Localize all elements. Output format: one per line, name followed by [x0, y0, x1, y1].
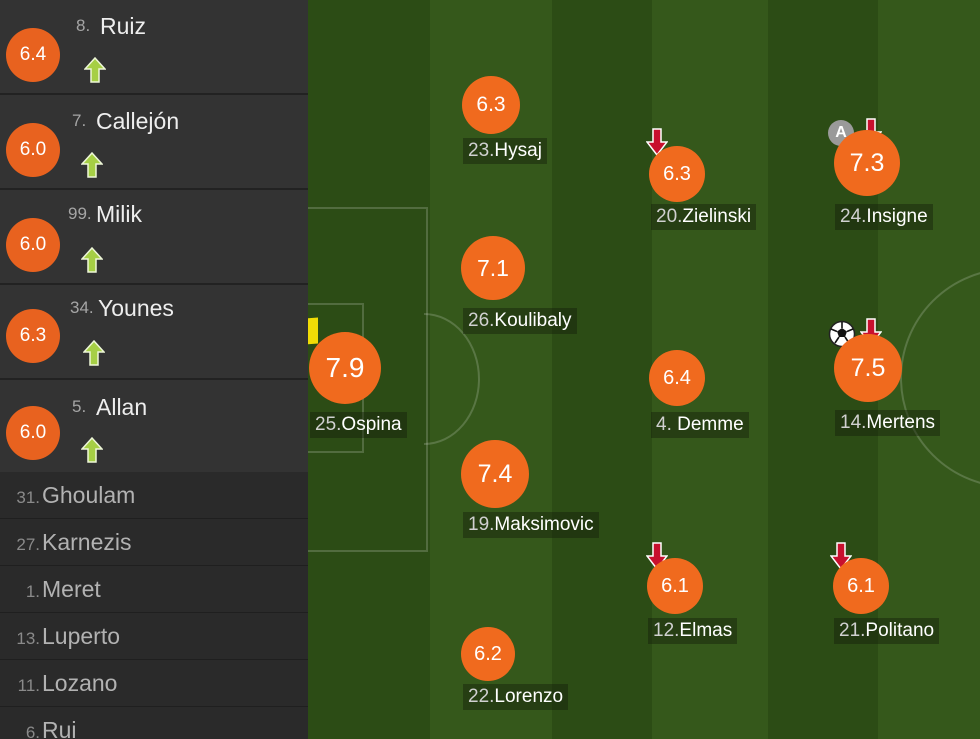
player-number: 99.: [68, 204, 92, 223]
player-name: Milik: [96, 201, 142, 227]
player-name: Luperto: [42, 623, 121, 649]
player-number: 26.: [468, 310, 495, 331]
player-name: Allan: [96, 394, 148, 420]
player-name: Hysaj: [494, 140, 542, 161]
player-rating: 6.0: [6, 218, 60, 272]
bench-row-karnezis[interactable]: 27. Karnezis: [0, 519, 308, 566]
player-name: Elmas: [679, 620, 733, 641]
player-name: Politano: [865, 620, 935, 641]
player-rating: 6.2: [461, 627, 515, 681]
player-number: 1.: [25, 582, 40, 601]
player-number: 8.: [76, 16, 91, 35]
player-number: 11.: [17, 676, 40, 695]
sub-row-callejon[interactable]: 6.0 7. Callejón: [0, 95, 308, 190]
player-number: 25.: [315, 414, 342, 435]
player-rating: 7.9: [309, 332, 381, 404]
bench-row-rui[interactable]: 6. Rui: [0, 707, 308, 739]
sub-row-allan[interactable]: 6.0 5. Allan: [0, 380, 308, 472]
player-label: 14.Mertens: [835, 410, 941, 436]
player-number: 7.: [72, 111, 87, 130]
sub-row-milik[interactable]: 6.0 99. Milik: [0, 190, 308, 285]
player-name: Zielinski: [682, 206, 752, 227]
player-rating: 6.3: [462, 76, 520, 134]
player-number: 27.: [16, 535, 40, 554]
player-name: Younes: [98, 295, 174, 321]
player-rating: 7.4: [461, 440, 529, 508]
sub-in-arrow-icon: [81, 437, 103, 463]
player-number: 4.: [656, 414, 672, 435]
sub-row-younes[interactable]: 6.3 34. Younes: [0, 285, 308, 380]
player-number: 12.: [653, 620, 680, 641]
bench-row-meret[interactable]: 1. Meret: [0, 566, 308, 613]
player-name: Karnezis: [42, 529, 132, 555]
player-name: Lozano: [42, 670, 118, 696]
player-rating: 6.1: [647, 558, 703, 614]
player-name: Lorenzo: [494, 686, 564, 707]
substitutes-panel: 6.4 8. Ruiz 6.0 7. Callejón 6.0 99. Mili…: [0, 0, 309, 739]
sub-in-arrow-icon: [81, 247, 103, 273]
player-number: 5.: [72, 397, 87, 416]
player-name: Rui: [42, 717, 77, 739]
player-name: Ruiz: [100, 13, 147, 39]
player-name: Demme: [677, 414, 744, 435]
player-number: 31.: [16, 488, 40, 507]
pitch-stripe: [552, 0, 652, 739]
bench-row-lozano[interactable]: 11. Lozano: [0, 660, 308, 707]
player-name: Maksimovic: [494, 514, 594, 535]
player-label: 25.Ospina: [310, 412, 407, 438]
sub-out-arrow-icon: [646, 128, 668, 156]
player-rating: 6.3: [6, 309, 60, 363]
player-label: 22.Lorenzo: [463, 684, 569, 710]
player-name: Ospina: [341, 414, 402, 435]
player-label: 19.Maksimovic: [463, 512, 599, 538]
sub-in-arrow-icon: [84, 57, 106, 83]
player-rating: 6.4: [649, 350, 705, 406]
player-label: 20.Zielinski: [651, 204, 757, 230]
player-label: 26.Koulibaly: [463, 308, 577, 334]
player-number: 23.: [468, 140, 495, 161]
player-name: Meret: [42, 576, 101, 602]
player-rating: 6.1: [833, 558, 889, 614]
sub-row-ruiz[interactable]: 6.4 8. Ruiz: [0, 0, 308, 95]
bench-row-ghoulam[interactable]: 31. Ghoulam: [0, 472, 308, 519]
player-rating: 6.0: [6, 123, 60, 177]
yellow-card-icon: [308, 317, 318, 345]
player-name: Mertens: [866, 412, 936, 433]
player-label: 23.Hysaj: [463, 138, 547, 164]
player-rating: 6.3: [649, 146, 705, 202]
player-rating: 6.4: [6, 28, 60, 82]
player-label: 24.Insigne: [835, 204, 933, 230]
player-rating: 7.1: [461, 236, 525, 300]
player-rating: 7.3: [834, 130, 900, 196]
player-rating: 6.0: [6, 406, 60, 460]
player-number: 20.: [656, 206, 683, 227]
player-number: 19.: [468, 514, 495, 535]
sub-in-arrow-icon: [81, 152, 103, 178]
pitch: 7.9 25.Ospina 6.3 23.Hysaj 7.1 26.Koulib…: [308, 0, 980, 739]
player-label: 12.Elmas: [648, 618, 738, 644]
player-number: 14.: [840, 412, 867, 433]
player-number: 24.: [840, 206, 867, 227]
player-name: Koulibaly: [494, 310, 572, 331]
player-number: 22.: [468, 686, 495, 707]
player-rating: 7.5: [834, 334, 902, 402]
player-label: 4. Demme: [651, 412, 749, 438]
player-number: 13.: [16, 629, 40, 648]
player-label: 21.Politano: [834, 618, 940, 644]
player-name: Insigne: [866, 206, 928, 227]
bench-row-luperto[interactable]: 13. Luperto: [0, 613, 308, 660]
sub-in-arrow-icon: [83, 340, 105, 366]
player-number: 34.: [70, 298, 94, 317]
player-number: 21.: [839, 620, 866, 641]
player-name: Callejón: [96, 108, 180, 134]
player-name: Ghoulam: [42, 482, 136, 508]
player-number: 6.: [25, 723, 40, 739]
